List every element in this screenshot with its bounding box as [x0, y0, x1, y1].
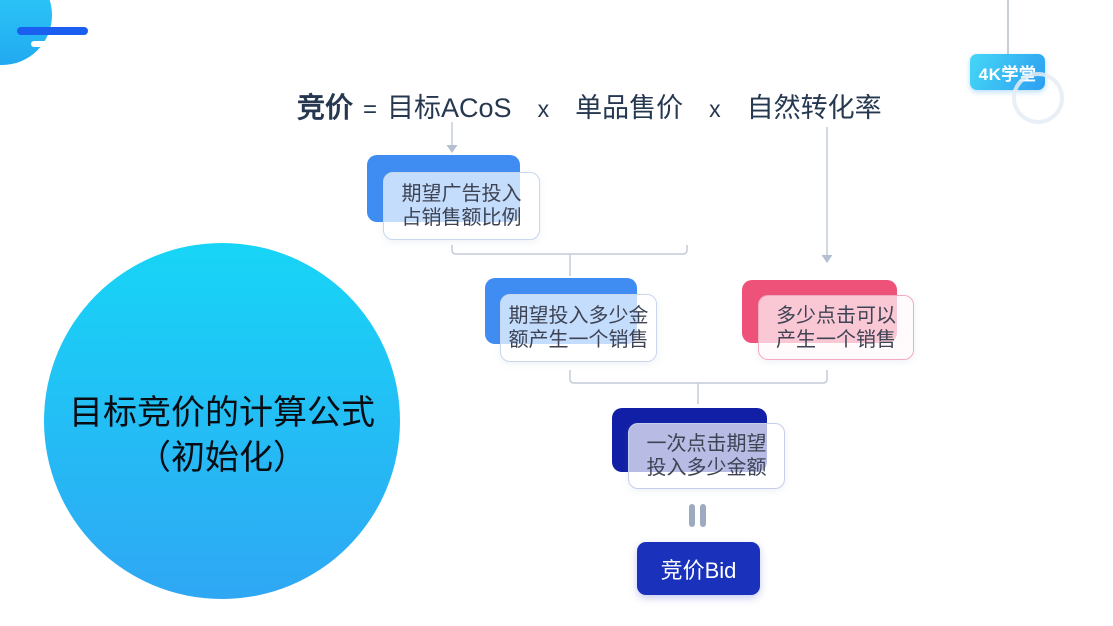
equals-bar-left: [689, 504, 695, 527]
bid-result-label: 竞价Bid: [660, 557, 737, 583]
acos-box-line2: 占销售额比例: [401, 207, 522, 229]
clicks-per-sale-line2: 产生一个销售: [776, 328, 896, 351]
cost-per-click-line1: 一次点击期望: [646, 433, 767, 455]
formula-lhs: 竞价: [297, 92, 354, 123]
formula-multiply-sign-2: x: [709, 96, 721, 122]
badge-decoration-ring: [1012, 72, 1064, 124]
badge-hanging-line: [1007, 0, 1009, 55]
bid-result-button: 竞价Bid: [637, 542, 760, 595]
acos-box: 期望广告投入 占销售额比例: [383, 172, 540, 240]
formula-term-acos: 目标ACoS: [387, 93, 512, 123]
slide-title: 目标竞价的计算公式 （初始化）: [44, 391, 400, 481]
clicks-per-sale-box: 多少点击可以 产生一个销售: [758, 295, 914, 360]
clicks-per-sale-line1: 多少点击可以: [776, 304, 896, 327]
formula-multiply-sign-1: x: [537, 96, 550, 122]
formula-equals-sign: =: [363, 96, 378, 123]
bid-formula: 竞价 = 目标ACoS x 单品售价 x 自然转化率: [297, 86, 882, 126]
equals-bar-right: [700, 504, 706, 527]
cost-per-click-line2: 投入多少金额: [646, 457, 767, 479]
cost-per-click-box: 一次点击期望 投入多少金额: [628, 423, 785, 489]
formula-term-price: 单品售价: [575, 93, 684, 123]
formula-term-cvr: 自然转化率: [746, 93, 882, 123]
spend-per-sale-line2: 额产生一个销售: [508, 329, 649, 351]
slide-title-line2: （初始化）: [137, 439, 307, 477]
equals-icon: [689, 504, 706, 527]
bracket-1: [451, 245, 688, 255]
bracket-2: [569, 370, 828, 384]
title-circle: 目标竞价的计算公式 （初始化）: [44, 243, 400, 599]
slide-title-line1: 目标竞价的计算公式: [69, 394, 375, 432]
arrow-acos-head: [446, 145, 458, 153]
spend-per-sale-box: 期望投入多少金 额产生一个销售: [500, 294, 657, 362]
decoration-blue-dash: [17, 27, 88, 35]
acos-box-line1: 期望广告投入: [401, 183, 522, 205]
spend-per-sale-line1: 期望投入多少金: [508, 305, 649, 327]
decoration-white-dash: [31, 41, 49, 47]
arrow-cvr-head: [821, 255, 833, 263]
